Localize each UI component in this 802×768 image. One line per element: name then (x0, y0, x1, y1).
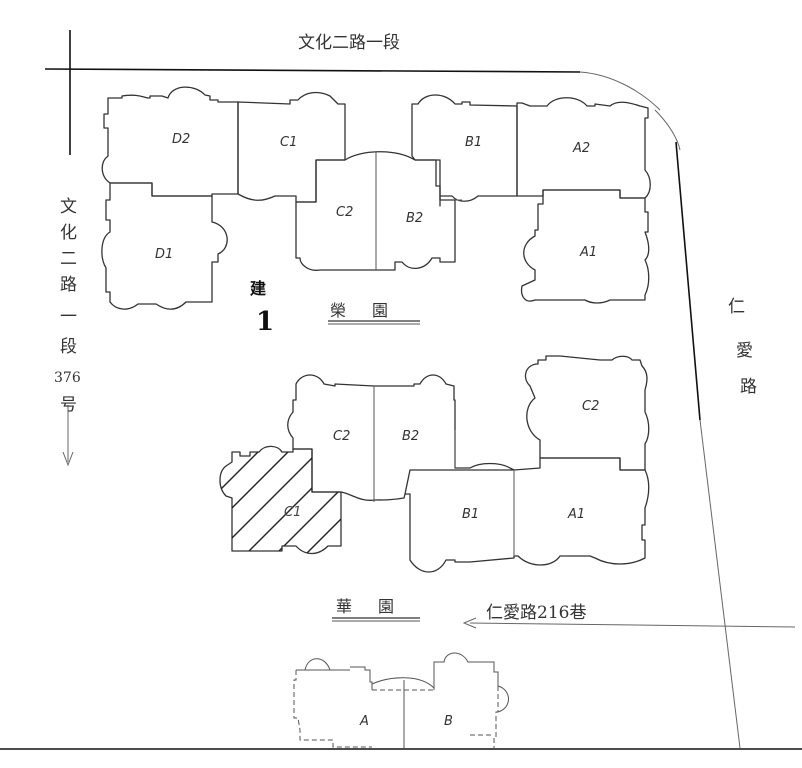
unit-c2-b2-outline (295, 151, 456, 271)
road-label-left-char: 文 (60, 197, 77, 217)
road-label-right-char: 仁 (728, 297, 745, 317)
unit-label-c2-right: C2 (582, 399, 599, 414)
road-label-left-char: 一 (60, 307, 77, 327)
unit-a2-outline (516, 97, 651, 199)
lane-label: 仁愛路216巷 (486, 603, 586, 623)
building-marker-char: 建 (250, 279, 266, 298)
road-label-left: 文 化 二 路 一 段 376 号 (54, 197, 81, 415)
unit-b1-a1-outline-middle (405, 457, 650, 573)
unit-label-b1-middle: B1 (462, 507, 479, 522)
unit-c2-b2-outline-middle (287, 374, 515, 501)
unit-a-outline (293, 670, 372, 748)
left-arrow-head (62, 451, 74, 467)
road-label-left-number: 376 (54, 370, 81, 386)
road-label-left-char: 路 (60, 275, 77, 295)
unit-label-c1-middle: C1 (284, 505, 301, 520)
unit-label-c2-middle: C2 (333, 429, 350, 444)
unit-b-top-wall (433, 652, 499, 690)
unit-label-c2: C2 (336, 205, 353, 220)
road-label-right-char: 路 (740, 377, 757, 397)
unit-label-a: A (359, 714, 369, 729)
unit-a1-outline (520, 189, 650, 304)
south-complex: A B (293, 652, 509, 748)
right-road-line-lower (699, 419, 741, 749)
unit-label-b: B (444, 714, 453, 729)
unit-b-right-wall (493, 686, 499, 748)
road-label-left-char: 段 (60, 337, 77, 357)
lane-arrow-head (462, 617, 477, 629)
unit-c1-hatch (220, 446, 341, 554)
unit-b-bay-window (497, 685, 509, 713)
road-label-right: 仁 愛 路 (728, 297, 757, 397)
unit-label-d1: D1 (155, 247, 173, 262)
right-road-line (675, 141, 701, 421)
unit-label-b2: B2 (406, 211, 423, 226)
road-label-top: 文化二路一段 (298, 33, 400, 53)
unit-ab-link-arch (371, 677, 435, 689)
unit-label-b1: B1 (465, 135, 482, 150)
unit-label-a1: A1 (579, 245, 597, 260)
unit-label-d2: D2 (172, 132, 190, 147)
unit-c1-outline-middle (219, 445, 342, 555)
road-label-right-char: 愛 (736, 341, 753, 361)
unit-a-bay-window (304, 658, 331, 671)
unit-c2-outline-right (524, 355, 650, 471)
garden-label-south: 華園 (336, 597, 420, 616)
unit-d1-outline (101, 182, 228, 310)
unit-b1-outline (411, 94, 518, 207)
corner-curve (654, 109, 681, 151)
north-complex: D2 C1 C2 B2 B1 A2 D1 A1 (101, 86, 651, 310)
road-lines (0, 30, 802, 750)
unit-label-c1: C1 (280, 135, 297, 150)
top-road-curve (579, 71, 661, 111)
middle-complex: C2 B2 C2 C1 B1 A1 (219, 355, 650, 573)
unit-label-a2: A2 (572, 141, 590, 156)
unit-d2-outline (101, 86, 239, 197)
unit-label-a1-middle: A1 (567, 507, 585, 522)
lane-line (469, 622, 796, 628)
building-marker-number: 1 (256, 307, 274, 337)
unit-a-corner-wall (350, 666, 373, 690)
garden-label-north: 榮園 (330, 301, 414, 320)
top-road-line (44, 68, 581, 73)
road-label-left-char: 号 (60, 395, 77, 415)
road-label-left-char: 化 (60, 223, 77, 243)
unit-label-b2-middle: B2 (402, 429, 419, 444)
road-label-left-char: 二 (60, 249, 77, 269)
